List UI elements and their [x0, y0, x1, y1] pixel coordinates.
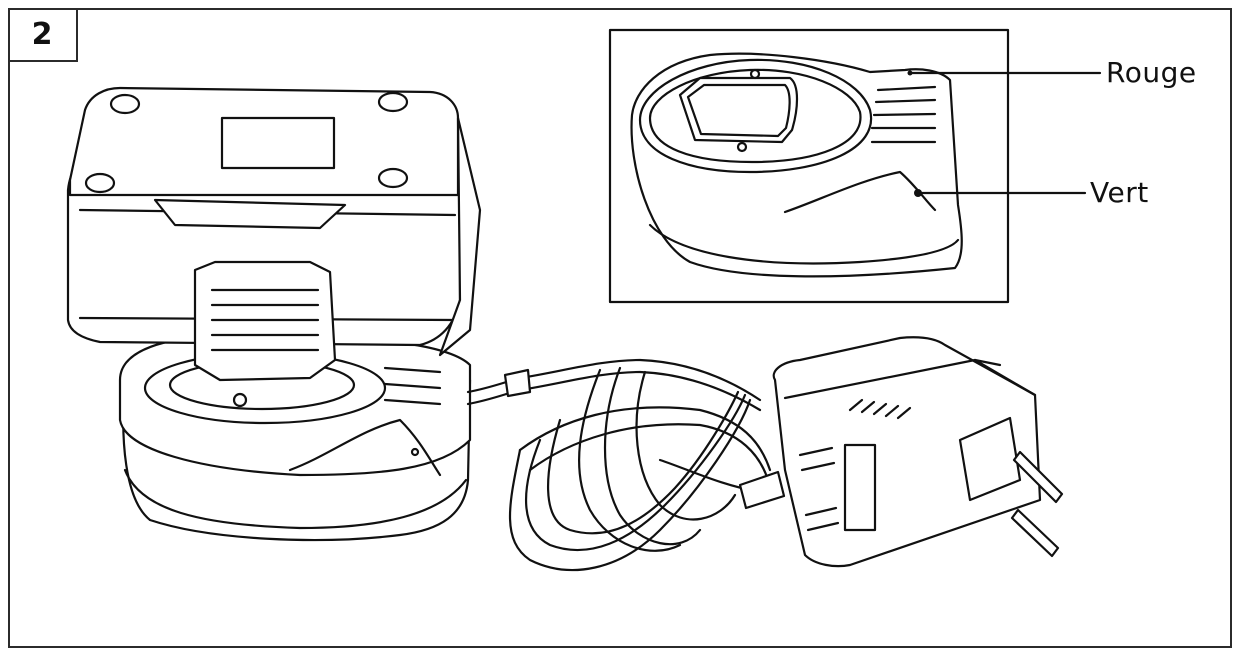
adapter-label-plate	[843, 443, 877, 532]
step-number-box: 2	[8, 8, 78, 62]
adapter-side-grip-icon	[798, 446, 840, 532]
step-number: 2	[31, 16, 53, 52]
screw-icon	[232, 392, 248, 408]
inset-charger-detail	[630, 52, 963, 278]
cord-strain-relief-icon	[738, 470, 786, 510]
battery-pack	[66, 86, 482, 382]
illustration	[66, 28, 1102, 572]
battery-label-plate	[220, 116, 336, 170]
red-led-indicator-icon	[907, 70, 913, 76]
plug-housing	[958, 416, 1022, 502]
battery-grip-icon	[210, 288, 320, 352]
inset-frame	[608, 28, 1010, 304]
wall-adapter	[772, 336, 1064, 568]
plug-pin-icon	[1010, 450, 1064, 558]
led-dot-icon	[410, 447, 420, 457]
green-led-label: Vert	[1090, 176, 1149, 209]
red-led-label: Rouge	[1106, 56, 1197, 89]
inset-vent-icon	[870, 85, 937, 144]
power-cord	[466, 358, 786, 572]
green-led-indicator-icon	[914, 189, 922, 197]
adapter-vent-icon	[848, 398, 912, 420]
base-vent-icon	[383, 366, 442, 406]
